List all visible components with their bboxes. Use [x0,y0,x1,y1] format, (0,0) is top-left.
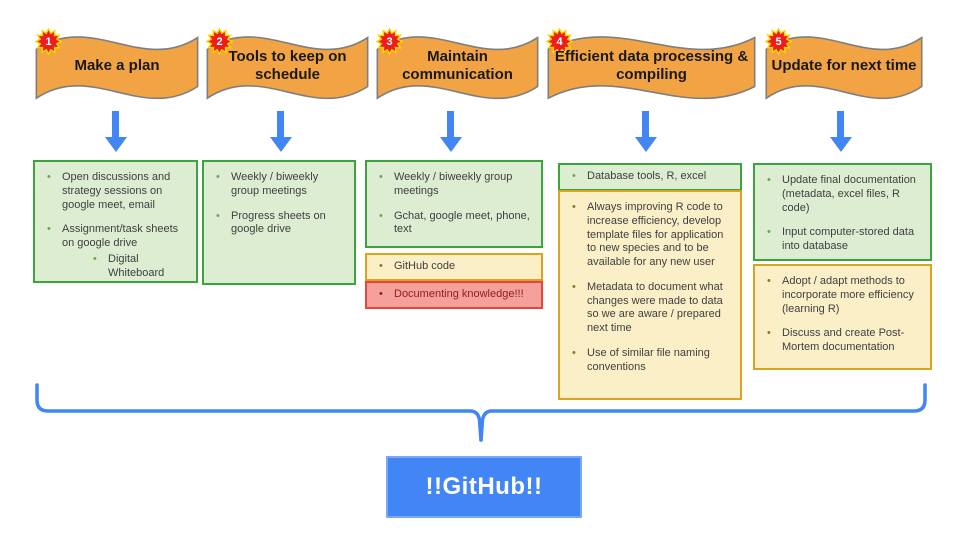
notes-box-plan: • Open discussions and strategy sessions … [33,160,198,283]
bullet-text: Open discussions and strategy sessions o… [62,171,171,211]
bullet-text: Weekly / biweekly group meetings [394,171,513,197]
wave-shape [33,20,201,108]
bullet-dot: • [47,171,51,183]
bullet-text: Digital Whiteboard [108,252,165,279]
step-number-badge: 2 [206,28,233,55]
notes-box-communication: • Weekly / biweekly group meetings • Gchat,… [365,160,543,248]
bullet-item: • Digital Whiteboard [89,253,188,281]
bullet-item: • Always improving R code to increase eff… [568,201,732,270]
bullet-item: • Assignment/task sheets on google drive [43,223,188,251]
bullet-dot: • [572,346,576,359]
github-label: !!GitHub!! [425,473,543,500]
bullet-text: Use of similar file naming conventions [587,346,710,373]
bullet-text: Weekly / biweekly group meetings [231,171,319,197]
bullet-dot: • [379,171,383,183]
banner-title: Tools to keep on schedule [228,47,347,83]
bullet-text: Update final documentation (metadata, ex… [782,174,916,214]
step-number-badge: 3 [376,28,403,55]
bullet-dot: • [216,209,220,222]
banner-title: Maintain communication [402,47,513,83]
bullet-text: GitHub code [394,260,456,272]
bullet-dot: • [572,170,576,182]
starburst-icon [376,28,403,55]
bullet-text: Gchat, google meet, phone, text [394,209,530,236]
wave-shape [544,20,759,108]
bullet-text: Input computer-stored data into database [782,226,915,252]
bullet-item: • Update final documentation (metadata, e… [763,174,922,215]
down-arrow-icon [440,111,462,153]
banner-title: Efficient data processing & compiling [554,47,749,83]
down-arrow-icon [270,111,292,153]
notes-box-data-processing: • Always improving R code to increase eff… [558,190,742,400]
banner-title: Update for next time [771,56,917,74]
bullet-item: • Database tools, R, excel [568,170,732,184]
bullet-text: Metadata to document what changes were m… [587,280,723,334]
step-number: 5 [775,35,782,48]
down-arrow-icon [830,111,852,153]
bullet-text: Adopt / adapt methods to incorporate mor… [782,275,914,315]
starburst-icon [546,28,573,55]
banner-step-5: 5 Update for next time [763,20,925,108]
bullet-text: Documenting knowledge!!! [394,288,524,300]
bullet-item: • Weekly / biweekly group meetings [375,171,533,199]
bullet-item: • Open discussions and strategy sessions … [43,171,188,212]
bullet-dot: • [216,171,220,183]
bullet-dot: • [47,223,51,236]
starburst-icon [765,28,792,55]
bullet-dot: • [767,275,771,287]
bullet-item: • Adopt / adapt methods to incorporate mo… [763,275,922,316]
step-number-badge: 1 [35,28,62,55]
notes-box-github-code: • GitHub code [365,253,543,281]
bullet-dot: • [767,327,771,340]
bullet-item: • Input computer-stored data into databas… [763,226,922,254]
bullet-item: • Gchat, google meet, phone, text [375,210,533,238]
down-arrow-icon [635,111,657,153]
step-number-badge: 5 [765,28,792,55]
notes-box-documenting-knowledge: • Documenting knowledge!!! [365,281,543,309]
bullet-dot: • [767,174,771,186]
wave-shape [763,20,925,108]
notes-box-update-docs: • Update final documentation (metadata, e… [753,163,932,261]
wave-shape [374,20,541,108]
curly-brace [35,383,927,442]
step-number: 4 [556,35,563,48]
banner-step-4: 4 Efficient data processing & compiling [544,20,759,108]
banner-step-1: 1 Make a plan [33,20,201,108]
step-number: 2 [216,35,223,48]
starburst-icon [206,28,233,55]
bullet-dot: • [379,288,383,300]
down-arrow-icon [105,111,127,153]
bullet-text: Progress sheets on google drive [231,209,326,236]
bullet-dot: • [379,260,383,272]
bullet-text: Always improving R code to increase effi… [587,201,724,268]
banner-step-2: 2 Tools to keep on schedule [204,20,371,108]
bullet-item: • Metadata to document what changes were … [568,281,732,336]
bullet-text: Database tools, R, excel [587,170,707,182]
bullet-dot: • [572,280,576,293]
bullet-dot: • [572,201,576,213]
step-number: 3 [386,35,393,48]
step-number: 1 [45,35,52,48]
bullet-text: Discuss and create Post-Mortem documenta… [782,327,905,353]
notes-box-schedule: • Weekly / biweekly group meetings • Progre… [202,160,356,285]
bullet-item: • Use of similar file naming conventions [568,347,732,375]
banner-step-3: 3 Maintain communication [374,20,541,108]
bullet-item: • GitHub code [375,260,533,274]
bullet-item: • Discuss and create Post-Mortem document… [763,327,922,355]
bullet-dot: • [767,226,771,239]
bullet-item: • Documenting knowledge!!! [375,288,533,302]
wave-shape [204,20,371,108]
bullet-text: Assignment/task sheets on google drive [62,223,179,249]
notes-box-database-tools: • Database tools, R, excel [558,163,742,191]
bullet-item: • Progress sheets on google drive [212,210,346,238]
bullet-dot: • [379,209,383,222]
notes-box-next-time: • Adopt / adapt methods to incorporate mo… [753,264,932,370]
github-callout: !!GitHub!! [386,456,582,518]
bullet-dot: • [93,252,97,265]
step-number-badge: 4 [546,28,573,55]
banner-title: Make a plan [74,56,160,74]
starburst-icon [35,28,62,55]
bullet-item: • Weekly / biweekly group meetings [212,171,346,199]
